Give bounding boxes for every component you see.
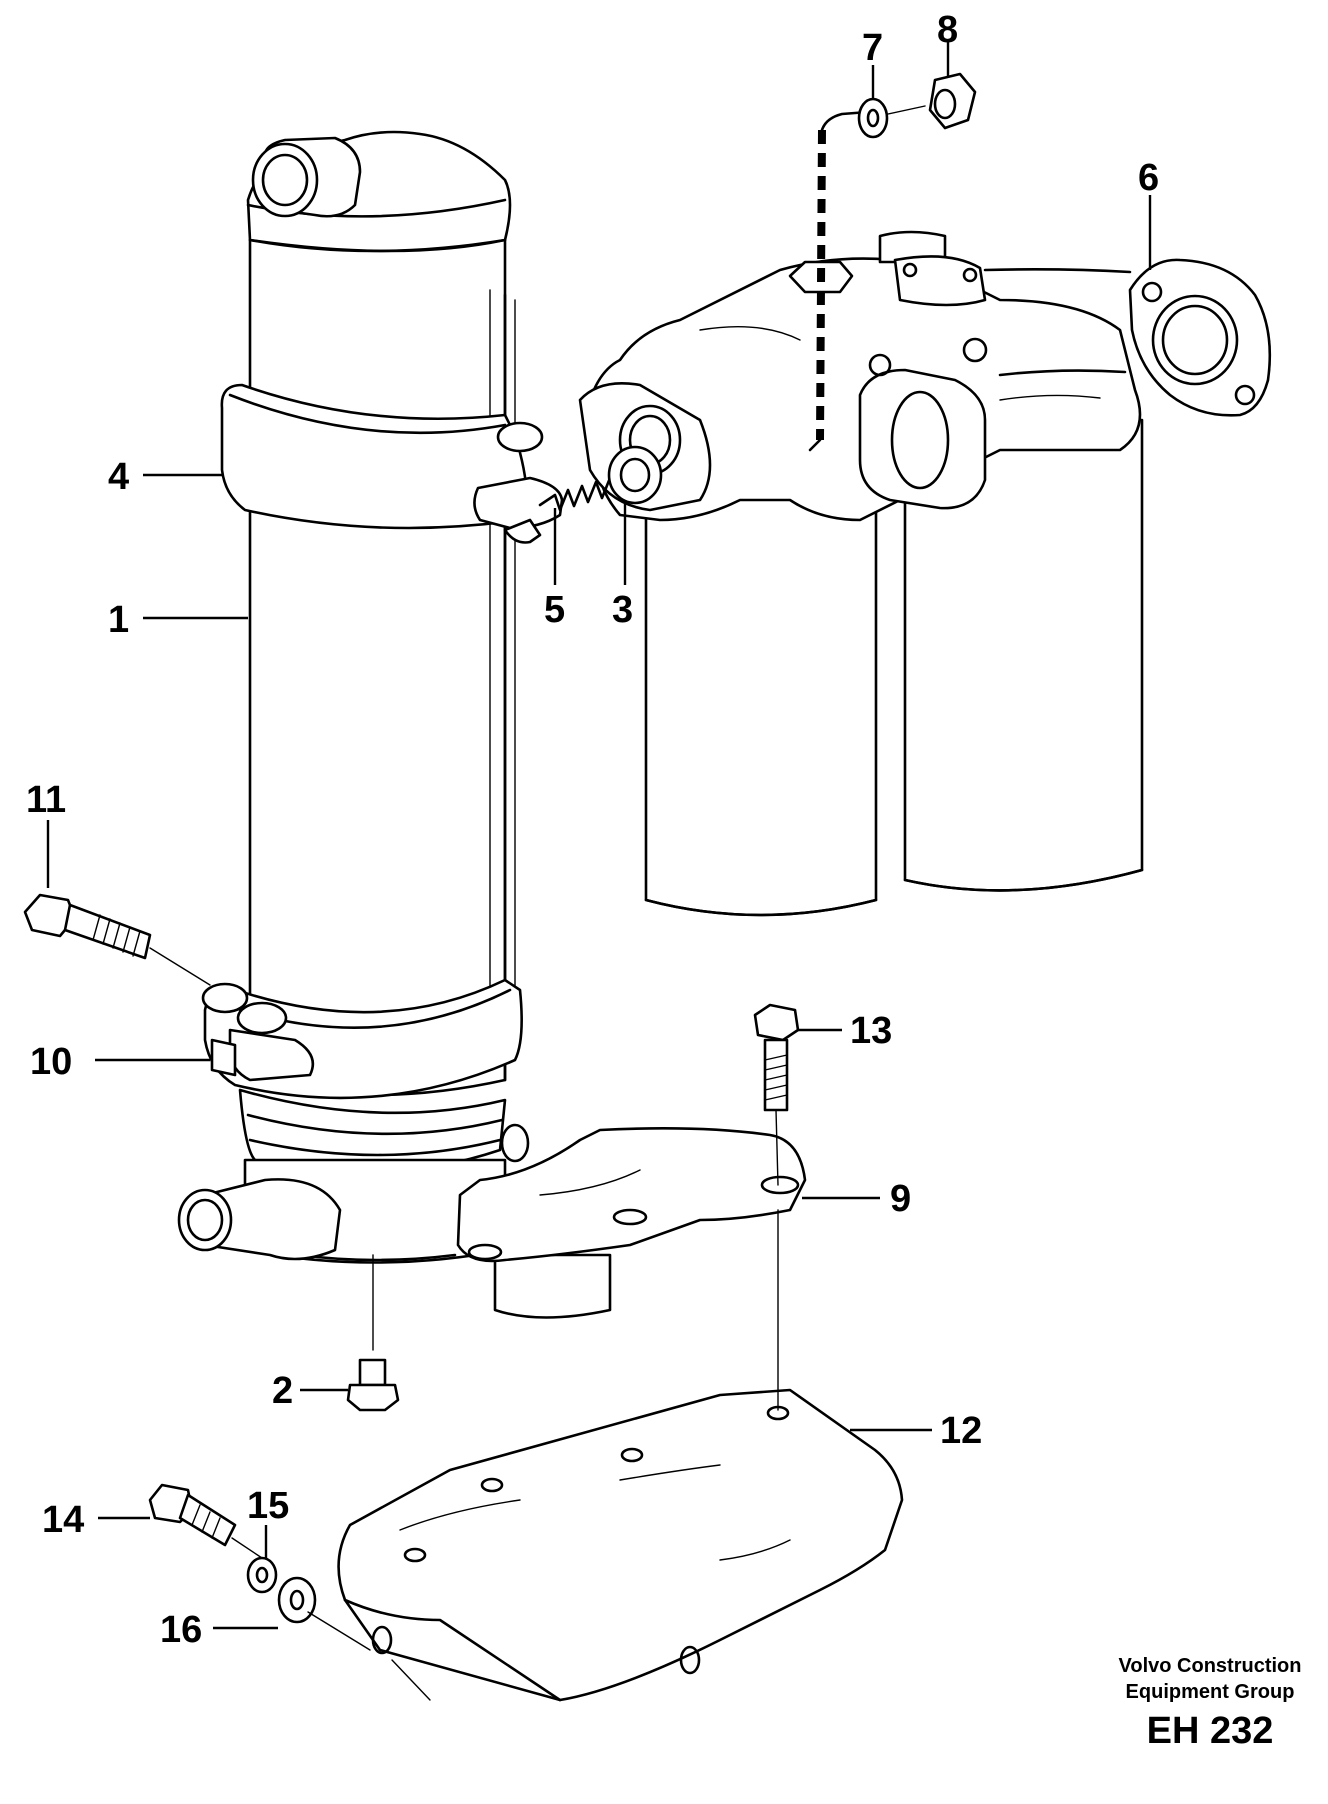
callout-12: 12 <box>940 1410 982 1452</box>
bolt-11 <box>23 893 211 986</box>
washer-16 <box>277 1576 317 1624</box>
spring-5 <box>538 476 616 512</box>
washer-15 <box>246 1556 278 1594</box>
callout-10: 10 <box>30 1041 72 1083</box>
filter-housing-assembly <box>578 230 1272 917</box>
callout-15: 15 <box>247 1485 289 1527</box>
callout-4: 4 <box>108 456 129 498</box>
leader-lines <box>46 42 1152 1630</box>
callout-2: 2 <box>272 1370 293 1412</box>
callout-8: 8 <box>937 9 958 51</box>
callout-9: 9 <box>890 1178 911 1220</box>
callout-6: 6 <box>1138 157 1159 199</box>
callout-1: 1 <box>108 599 129 641</box>
callout-7: 7 <box>862 27 883 69</box>
callout-11: 11 <box>26 779 66 821</box>
seal-ring-3 <box>607 445 663 505</box>
pipe-stud <box>808 110 870 452</box>
drawing-code: EH 232 <box>1147 1710 1274 1752</box>
filter-canister-1 <box>177 130 564 1264</box>
callout-16: 16 <box>160 1609 202 1651</box>
callout-labels: 1 2 3 4 5 6 7 8 9 10 11 12 13 14 15 16 <box>26 9 1159 1651</box>
callout-3: 3 <box>612 589 633 631</box>
credit-line-2: Equipment Group <box>1126 1681 1295 1703</box>
bolt-13 <box>753 1003 800 1411</box>
callout-5: 5 <box>544 589 565 631</box>
bracket-9 <box>456 1127 807 1319</box>
drain-plug-2 <box>346 1254 400 1412</box>
credit-line-1: Volvo Construction <box>1119 1655 1302 1677</box>
plate-12 <box>337 1388 904 1702</box>
bolt-14 <box>148 1483 263 1559</box>
nut-8 <box>928 72 977 130</box>
callout-13: 13 <box>850 1010 892 1052</box>
callout-14: 14 <box>42 1499 84 1541</box>
drawing-credit: Volvo Construction Equipment Group EH 23… <box>1119 1655 1302 1752</box>
washer-7 <box>857 97 889 139</box>
